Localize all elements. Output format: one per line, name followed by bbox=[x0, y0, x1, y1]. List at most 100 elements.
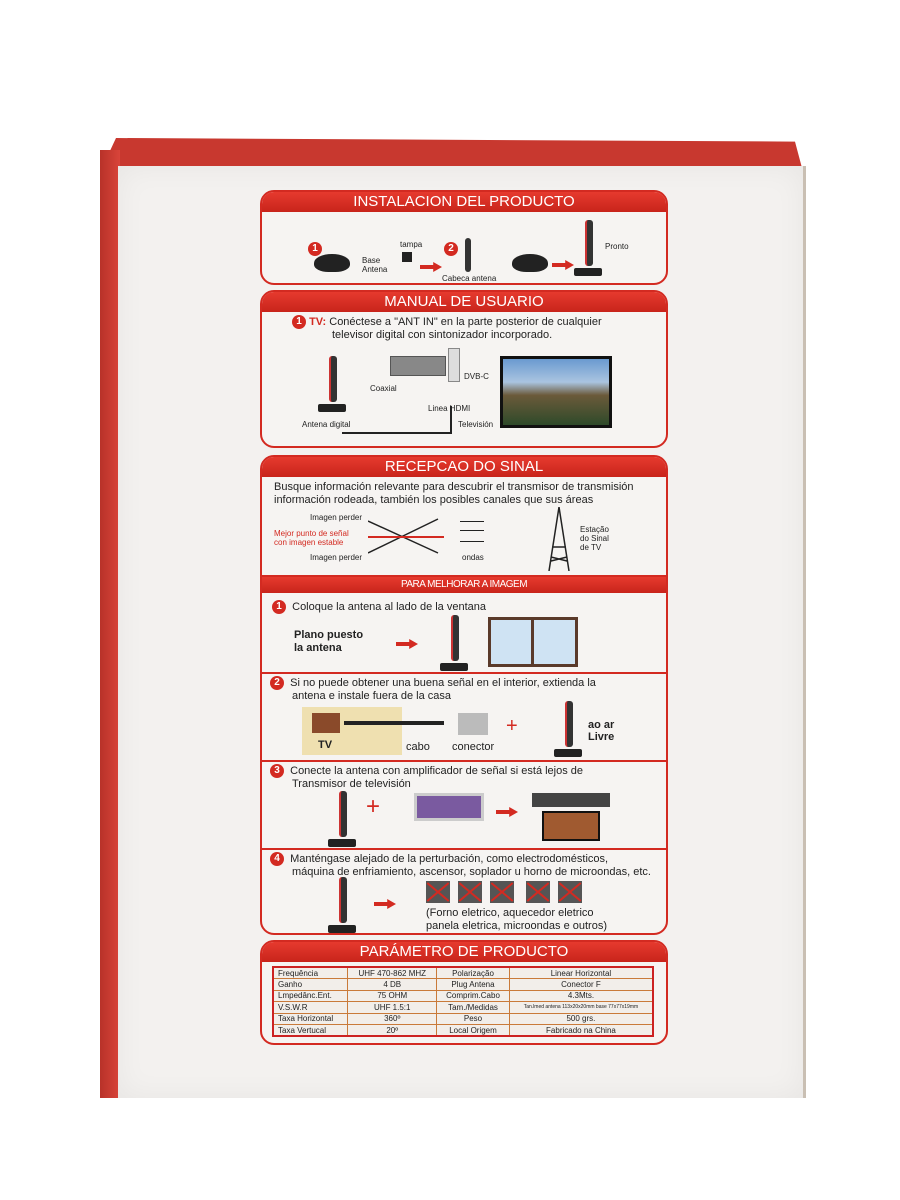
forbidden-appliance-icon bbox=[558, 881, 582, 903]
assembled-antenna-image bbox=[574, 220, 602, 276]
lose-label-bottom: Imagen perder bbox=[310, 553, 363, 562]
connector-label: conector bbox=[452, 741, 495, 753]
waves-label: ondas bbox=[462, 553, 484, 562]
table-cell: Local Origem bbox=[436, 1024, 510, 1037]
table-cell: Ganho bbox=[272, 978, 349, 991]
tv-tower-icon bbox=[548, 507, 570, 571]
tv-image bbox=[500, 356, 612, 428]
box-side bbox=[100, 150, 120, 1098]
table-cell: Polarização bbox=[436, 966, 510, 979]
tv-label: TV bbox=[318, 739, 333, 751]
table-cell: Tan.lmed antena 113x20x20mm base 77x77x1… bbox=[508, 1001, 654, 1014]
manual-title: MANUAL DE USUARIO bbox=[262, 292, 666, 312]
arrow-icon bbox=[420, 262, 442, 272]
installation-title: INSTALACION DEL PRODUCTO bbox=[262, 192, 666, 212]
plus-icon: + bbox=[366, 793, 381, 820]
table-cell: 20º bbox=[347, 1024, 438, 1037]
tv-image bbox=[542, 811, 600, 841]
waves-icon bbox=[460, 521, 484, 531]
cable-label: cabo bbox=[406, 741, 430, 753]
amplifier-image bbox=[414, 793, 484, 821]
window-image bbox=[488, 617, 578, 667]
television-label: Televisión bbox=[458, 420, 494, 429]
signal-angle-diagram bbox=[368, 518, 444, 554]
cable-image bbox=[344, 721, 444, 725]
improve-title: PARA MELHORAR A IMAGEM bbox=[262, 575, 666, 593]
base-label: Base Antena bbox=[362, 256, 388, 274]
improve-step-2: 2 Si no puede obtener una buena señal en… bbox=[270, 676, 596, 703]
manual-text: 1 TV: Conéctese a "ANT IN" en la parte p… bbox=[292, 315, 602, 342]
table-cell: Peso bbox=[436, 1012, 510, 1025]
box-top-flap bbox=[102, 138, 802, 168]
head-label: Cabeca antena bbox=[442, 274, 497, 283]
divider bbox=[262, 760, 666, 762]
flat-placement-label: Plano puesto la antena bbox=[294, 629, 364, 654]
antenna-image bbox=[328, 791, 356, 847]
plus-icon: + bbox=[506, 715, 518, 737]
table-cell: V.S.W.R bbox=[272, 1001, 349, 1014]
arrow-icon bbox=[552, 260, 574, 270]
params-title: PARÁMETRO DE PRODUCTO bbox=[262, 942, 666, 962]
improve-step-1: 1 Coloque la antena al lado de la ventan… bbox=[272, 600, 486, 614]
antenna-head-image bbox=[465, 238, 471, 272]
dvbc-label: DVB-C bbox=[464, 372, 489, 381]
table-cell: Lmpedânc.Ent. bbox=[272, 989, 349, 1002]
improve-step-4: 4 Manténgase alejado de la perturbación,… bbox=[270, 852, 651, 879]
table-cell: Plug Antena bbox=[436, 978, 510, 991]
table-cell: 360º bbox=[347, 1012, 438, 1025]
manual-panel: MANUAL DE USUARIO 1 TV: Conéctese a "ANT… bbox=[260, 290, 668, 448]
receiver-image bbox=[532, 793, 610, 807]
antenna-label: Antena digital bbox=[302, 420, 351, 429]
table-cell: 4 DB bbox=[347, 978, 438, 991]
table-cell: UHF 470-862 MHZ bbox=[347, 966, 438, 979]
cap-label: tampa bbox=[400, 240, 423, 249]
antenna-image bbox=[440, 615, 468, 671]
tv-image bbox=[312, 713, 340, 733]
reception-panel: RECEPCAO DO SINAL Busque información rel… bbox=[260, 455, 668, 935]
station-label: Estação do Sinal de TV bbox=[580, 525, 609, 552]
antenna-image bbox=[318, 356, 346, 412]
antenna-base-image bbox=[314, 254, 350, 272]
dvbc-receiver-image bbox=[390, 356, 446, 376]
table-cell: Fabricado na China bbox=[508, 1024, 654, 1037]
table-cell: Frequência bbox=[272, 966, 349, 979]
forbidden-appliance-icon bbox=[490, 881, 514, 903]
arrow-icon bbox=[396, 639, 418, 649]
arrow-icon bbox=[374, 899, 396, 909]
table-cell: Taxa Vertucal bbox=[272, 1024, 349, 1037]
divider bbox=[262, 848, 666, 850]
wave-line bbox=[460, 541, 484, 542]
improve-step-3: 3 Conecte la antena con amplificador de … bbox=[270, 764, 583, 791]
table-cell: Comprim.Cabo bbox=[436, 989, 510, 1002]
step-number: 1 bbox=[308, 242, 322, 256]
connector-image bbox=[458, 713, 488, 735]
table-cell: Tam./Medidas bbox=[436, 1001, 510, 1014]
ready-label: Pronto bbox=[605, 242, 629, 251]
cap-image bbox=[402, 252, 412, 262]
forbidden-appliance-icon bbox=[526, 881, 550, 903]
reception-text: Busque información relevante para descub… bbox=[274, 481, 634, 506]
arrow-icon bbox=[496, 807, 518, 817]
divider bbox=[262, 672, 666, 674]
table-cell: Taxa Horizontal bbox=[272, 1012, 349, 1025]
hdmi-label: Linea HDMI bbox=[428, 404, 471, 413]
coax-cable bbox=[342, 406, 452, 434]
lose-label-top: Imagen perder bbox=[310, 513, 363, 522]
table-cell: 75 OHM bbox=[347, 989, 438, 1002]
table-cell: 4.3Mts. bbox=[508, 989, 654, 1002]
table-cell: Linear Horizontal bbox=[508, 966, 654, 979]
step-number: 2 bbox=[444, 242, 458, 256]
reception-title: RECEPCAO DO SINAL bbox=[262, 457, 666, 477]
table-cell: UHF 1.5:1 bbox=[347, 1001, 438, 1014]
forbidden-appliance-icon bbox=[426, 881, 450, 903]
